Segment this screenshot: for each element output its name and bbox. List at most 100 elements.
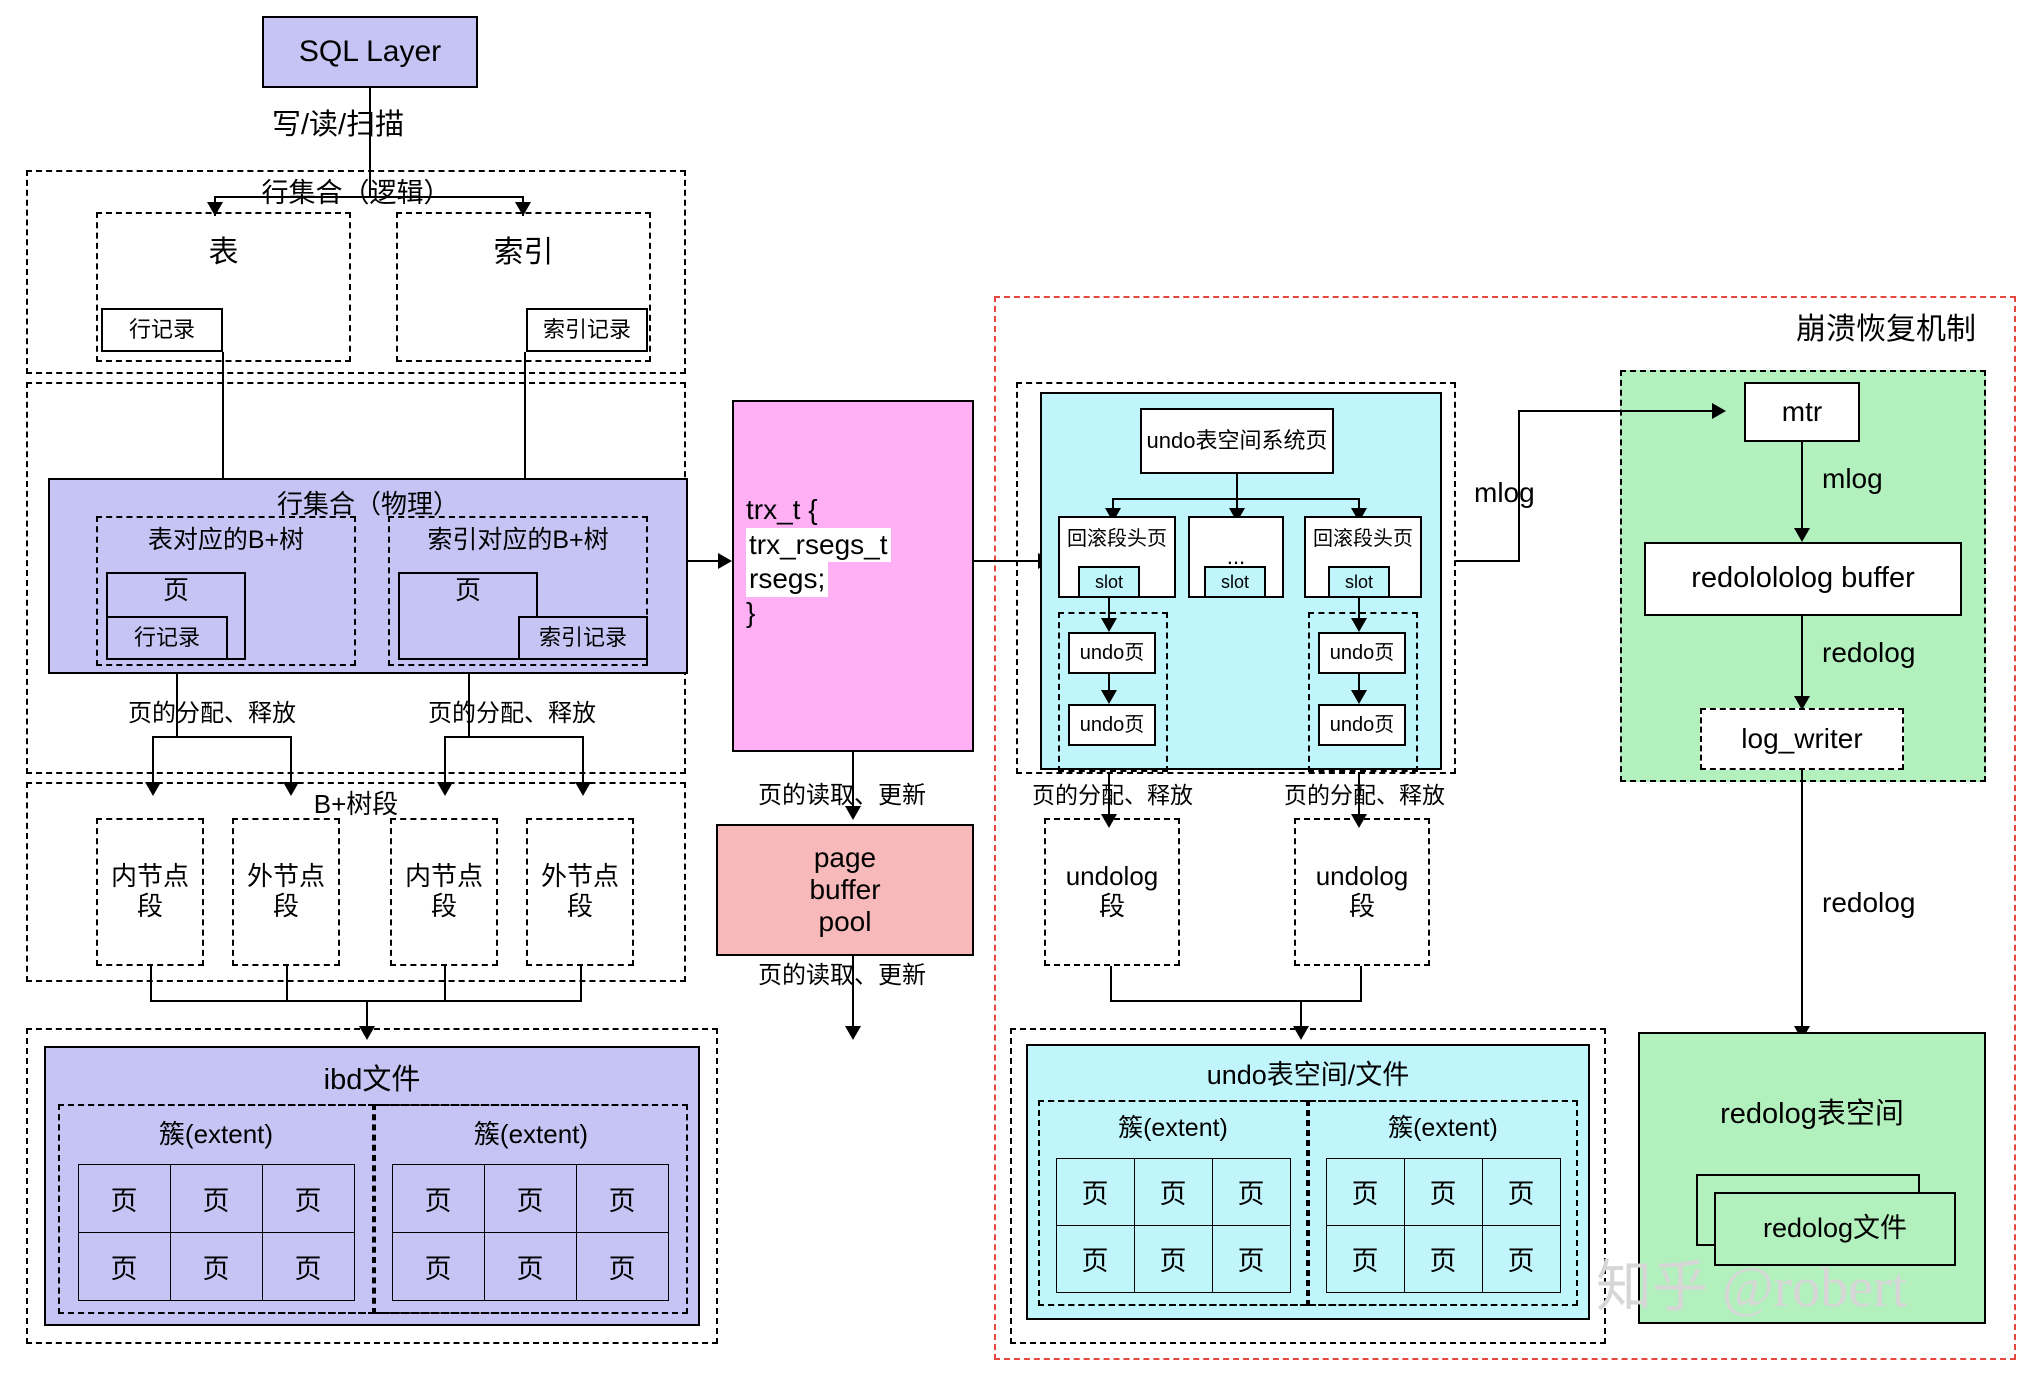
- undo-page-box[interactable]: undo页: [1068, 704, 1156, 746]
- page-cell[interactable]: 页: [261, 1163, 355, 1233]
- undolog-segment-box[interactable]: undolog 段: [1044, 818, 1180, 966]
- segment-line1: 内节点: [404, 861, 483, 892]
- connector: [1801, 770, 1803, 1032]
- connector: [1801, 442, 1803, 536]
- crash-recovery-outer-region: [994, 296, 2016, 1360]
- page-cell[interactable]: 页: [1133, 1157, 1213, 1226]
- mtr-box[interactable]: mtr: [1744, 382, 1860, 442]
- page-cell[interactable]: 页: [1481, 1224, 1561, 1293]
- undo-page-box[interactable]: undo页: [1068, 632, 1156, 674]
- page-cell[interactable]: 页: [1211, 1224, 1291, 1293]
- connector: [1360, 966, 1362, 1000]
- ibd-file-title: ibd文件: [323, 1064, 421, 1096]
- undo-extent-pages: 页 页 页 页 页 页: [1055, 1157, 1291, 1293]
- page-cell[interactable]: 页: [575, 1163, 669, 1233]
- btree-segment-item[interactable]: 外节点 段: [232, 818, 340, 966]
- connector: [444, 736, 584, 738]
- page-cell[interactable]: 页: [575, 1231, 669, 1301]
- table-btree-record-box[interactable]: 行记录: [106, 616, 228, 660]
- connector: [1112, 498, 1114, 516]
- undo-system-page-box[interactable]: undo表空间系统页: [1140, 408, 1334, 474]
- index-btree-box[interactable]: 索引对应的B+树: [388, 516, 648, 666]
- sql-layer-label: SQL Layer: [298, 34, 442, 68]
- connector: [444, 736, 446, 790]
- connector: [290, 736, 292, 790]
- page-cell[interactable]: 页: [1211, 1157, 1291, 1226]
- page-cell[interactable]: 页: [1403, 1157, 1483, 1226]
- page-cell[interactable]: 页: [1325, 1157, 1405, 1226]
- undolog-segment-box[interactable]: undolog 段: [1294, 818, 1430, 966]
- index-btree-record-label: 索引记录: [538, 625, 627, 651]
- index-btree-record-box[interactable]: 索引记录: [518, 616, 648, 660]
- slot-box[interactable]: slot: [1078, 566, 1140, 598]
- page-cell[interactable]: 页: [1133, 1224, 1213, 1293]
- trx-t-box[interactable]: trx_t { trx_rsegs_t rsegs; }: [732, 400, 974, 752]
- page-cell[interactable]: 页: [1403, 1224, 1483, 1293]
- trx-line-1: trx_rsegs_t: [746, 528, 891, 563]
- page-buffer-pool-box[interactable]: page buffer pool: [716, 824, 974, 956]
- connector: [1518, 410, 1520, 562]
- slot-box[interactable]: slot: [1204, 566, 1266, 598]
- connector: [366, 1000, 368, 1032]
- index-btree-page-box[interactable]: 页: [398, 572, 538, 660]
- page-cell[interactable]: 页: [77, 1231, 171, 1301]
- logical-index-box[interactable]: 索引: [396, 212, 651, 362]
- redolog-file-box[interactable]: redolog文件: [1714, 1192, 1956, 1266]
- segment-line2: 段: [566, 891, 593, 921]
- page-cell[interactable]: 页: [1055, 1157, 1135, 1226]
- connector: [150, 966, 152, 1000]
- page-cell[interactable]: 页: [77, 1163, 171, 1233]
- undo-page-box[interactable]: undo页: [1318, 632, 1406, 674]
- connector: [1518, 410, 1714, 412]
- rollback-header-label: 回滚段头页: [1067, 528, 1167, 550]
- redolog-buffer-box[interactable]: redolololog buffer: [1644, 542, 1962, 616]
- ibd-extent[interactable]: 簇(extent): [58, 1104, 374, 1314]
- page-cell[interactable]: 页: [1055, 1224, 1135, 1293]
- undo-page-box[interactable]: undo页: [1318, 704, 1406, 746]
- row-record-box[interactable]: 行记录: [101, 308, 223, 352]
- undo-extent[interactable]: 簇(extent): [1038, 1100, 1308, 1306]
- page-cell[interactable]: 页: [1325, 1224, 1405, 1293]
- page-cell[interactable]: 页: [483, 1163, 577, 1233]
- undo-extent-title: 簇(extent): [1388, 1114, 1498, 1142]
- arrow-head-icon: [1794, 528, 1810, 542]
- row-record-label: 行记录: [128, 317, 195, 343]
- segment-line1: 外节点: [540, 861, 619, 892]
- undo-extent-pages: 页 页 页 页 页 页: [1325, 1157, 1561, 1293]
- btree-segment-item[interactable]: 内节点 段: [390, 818, 498, 966]
- slot-box[interactable]: slot: [1328, 566, 1390, 598]
- connector: [1358, 674, 1360, 696]
- edge-label-page-read-update: 页的读取、更新: [758, 782, 926, 809]
- btree-segment-title: B+树段: [313, 789, 399, 819]
- connector: [1300, 1000, 1302, 1032]
- sql-layer-box[interactable]: SQL Layer: [262, 16, 478, 88]
- connector: [468, 674, 470, 738]
- page-cell[interactable]: 页: [483, 1231, 577, 1301]
- connector: [1358, 498, 1360, 516]
- undo-file-title: undo表空间/文件: [1206, 1060, 1410, 1090]
- log-writer-box[interactable]: log_writer: [1700, 708, 1904, 770]
- connector: [1108, 772, 1110, 820]
- index-record-label: 索引记录: [542, 317, 631, 343]
- page-cell[interactable]: 页: [169, 1231, 263, 1301]
- edge-label-write-read-scan: 写/读/扫描: [272, 109, 405, 141]
- undo-extent[interactable]: 簇(extent): [1308, 1100, 1578, 1306]
- connector: [852, 752, 854, 812]
- page-cell[interactable]: 页: [391, 1163, 485, 1233]
- connector: [1456, 560, 1518, 562]
- btree-segment-item[interactable]: 外节点 段: [526, 818, 634, 966]
- buffer-pool-line-0: page: [813, 841, 877, 873]
- page-cell[interactable]: 页: [391, 1231, 485, 1301]
- page-cell[interactable]: 页: [1481, 1157, 1561, 1226]
- undo-page-chain-region: [1308, 612, 1418, 772]
- btree-segment-item[interactable]: 内节点 段: [96, 818, 204, 966]
- arrow-head-icon: [1351, 690, 1367, 704]
- ibd-extent[interactable]: 簇(extent): [374, 1104, 688, 1314]
- edge-label-page-alloc-free: 页的分配、释放: [1032, 782, 1193, 808]
- page-cell[interactable]: 页: [261, 1231, 355, 1301]
- table-btree-box[interactable]: 表对应的B+树: [96, 516, 356, 666]
- connector: [524, 352, 526, 492]
- page-cell[interactable]: 页: [169, 1163, 263, 1233]
- index-record-box[interactable]: 索引记录: [526, 308, 648, 352]
